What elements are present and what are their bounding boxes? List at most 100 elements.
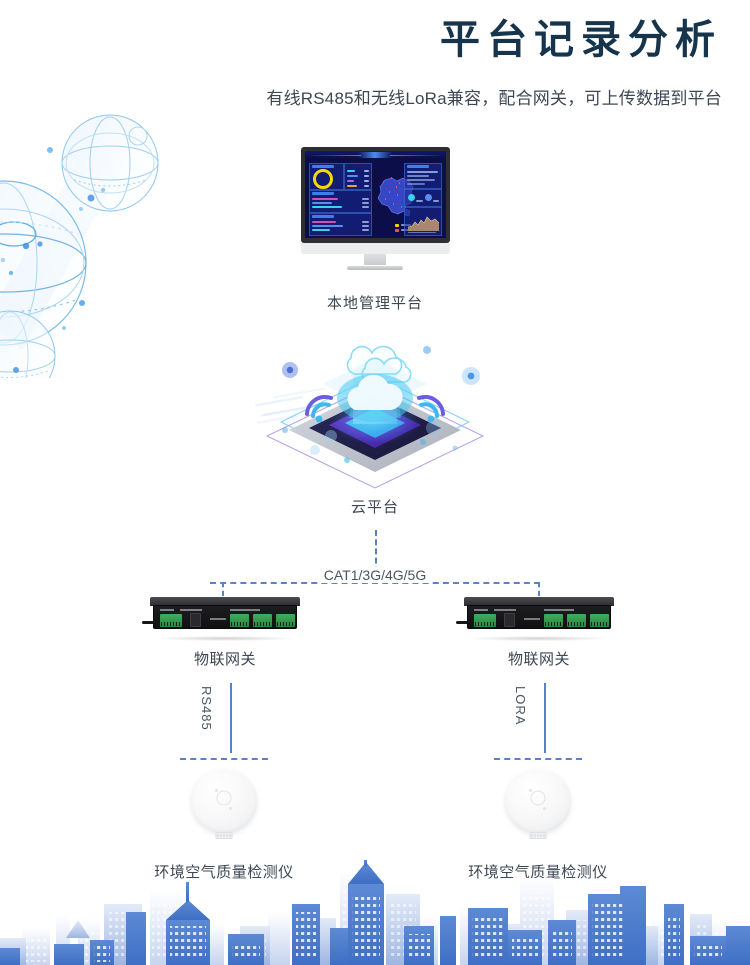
cloud-downlink-line: [375, 530, 377, 582]
monitor-chin: [300, 243, 450, 254]
monitor-neck: [364, 254, 386, 265]
map-marker: [398, 182, 401, 184]
cloud-platform-node: 云平台: [245, 332, 505, 517]
info-line: [406, 175, 429, 177]
wifi-icon-left: [305, 394, 333, 423]
gateway-front-panel: [153, 605, 297, 629]
panel-info: [403, 163, 442, 189]
panel-marking: [230, 609, 260, 611]
list-value: [361, 198, 369, 200]
panel-area-chart: [403, 207, 442, 236]
panel-marking: [494, 609, 516, 611]
sensor-pinhole: [543, 807, 546, 810]
map-marker: [396, 194, 399, 196]
sensor-left-bus-line: [180, 758, 268, 760]
panel-marking: [210, 618, 226, 620]
sensor-ring: [530, 790, 546, 806]
panel-marking: [474, 609, 488, 611]
map-marker: [400, 206, 403, 208]
panel-header-bar: [311, 165, 334, 168]
list-value: [361, 225, 369, 227]
sensor-pinhole: [529, 789, 532, 792]
panel-list-two: [308, 213, 372, 236]
legend-value: [363, 170, 369, 172]
gateway-left-label: 物联网关: [193, 651, 256, 668]
map-marker: [390, 177, 393, 179]
sensor-right-bus-line: [494, 758, 582, 760]
kpi-icon: [424, 194, 432, 201]
panel-list-one: [308, 190, 372, 213]
legend-bar: [346, 185, 357, 187]
gateway-left-device: [142, 597, 300, 641]
local-platform-label: 本地管理平台: [326, 295, 423, 312]
gateway-right-label: 物联网关: [507, 651, 570, 668]
kpi-value: [432, 200, 439, 202]
panel-marking: [180, 609, 202, 611]
sensor-right-device: [505, 769, 571, 839]
sensor-pinhole: [215, 789, 218, 792]
panel-header-bar: [311, 215, 334, 218]
lora-label: LORA: [513, 686, 528, 726]
panel-legend: [343, 163, 372, 190]
map-marker: [388, 191, 391, 193]
rs485-branch-line: [230, 683, 232, 753]
donut-chart: [312, 169, 333, 189]
panel-kpi: [403, 189, 442, 207]
monitor-bezel: [300, 147, 450, 243]
list-value: [361, 202, 369, 204]
panel-marking: [524, 618, 540, 620]
monitor-base: [347, 266, 403, 270]
dashboard-title-bar: [358, 152, 392, 158]
antenna-right: [456, 621, 468, 624]
page-title: 平台记录分析: [440, 18, 722, 62]
map-marker: [392, 203, 395, 205]
gateway-right-uplink: [538, 582, 540, 596]
cloud-platform-illustration: [255, 345, 485, 489]
sensor-left-label: 环境空气质量检测仪: [154, 864, 294, 881]
gateway-front-panel: [467, 605, 611, 629]
map-legend-swatch: [394, 224, 399, 227]
uplink-bus-line: [210, 582, 540, 584]
terminal-block: [253, 614, 272, 627]
antenna-left: [142, 621, 154, 624]
sensor-left-device: [191, 769, 257, 839]
sensor-pinhole: [229, 807, 232, 810]
terminal-block: [230, 614, 249, 627]
list-bar: [311, 229, 330, 231]
decorative-spheres-graphic: [0, 114, 159, 378]
cloud-platform-graphic: [255, 332, 495, 494]
gateway-top-panel: [464, 597, 614, 606]
area-chart: [407, 216, 439, 231]
list-bar: [311, 221, 336, 223]
terminal-block: [590, 614, 609, 627]
info-line: [406, 171, 438, 173]
list-bar: [311, 206, 342, 208]
page-subtitle: 有线RS485和无线LoRa兼容，配合网关，可上传数据到平台: [266, 89, 722, 108]
lora-branch-line: [544, 683, 546, 753]
legend-bar: [346, 180, 354, 182]
dashboard-screen: [304, 151, 446, 238]
panel-header-bar: [406, 165, 429, 168]
power-port: [504, 613, 515, 627]
legend-bar: [346, 170, 355, 172]
panel-marking: [160, 609, 174, 611]
panel-header-bar: [311, 192, 334, 195]
legend-value: [363, 175, 369, 177]
topbar-line-left: [310, 155, 361, 156]
sensor-right-label: 环境空气质量检测仪: [468, 864, 608, 881]
list-bar: [311, 202, 332, 204]
terminal-block: [160, 614, 182, 627]
kpi-value: [415, 200, 423, 202]
map-marker: [382, 181, 385, 183]
legend-value: [363, 185, 369, 187]
panel-marking: [544, 609, 574, 611]
sensor-ring: [216, 790, 232, 806]
power-port: [190, 613, 201, 627]
sensor-connector: [215, 832, 233, 839]
terminal-block: [276, 614, 295, 627]
map-marker: [395, 186, 398, 188]
device-shadow: [156, 636, 294, 641]
gateway-top-panel: [150, 597, 300, 606]
gateway-right-device: [456, 597, 614, 641]
